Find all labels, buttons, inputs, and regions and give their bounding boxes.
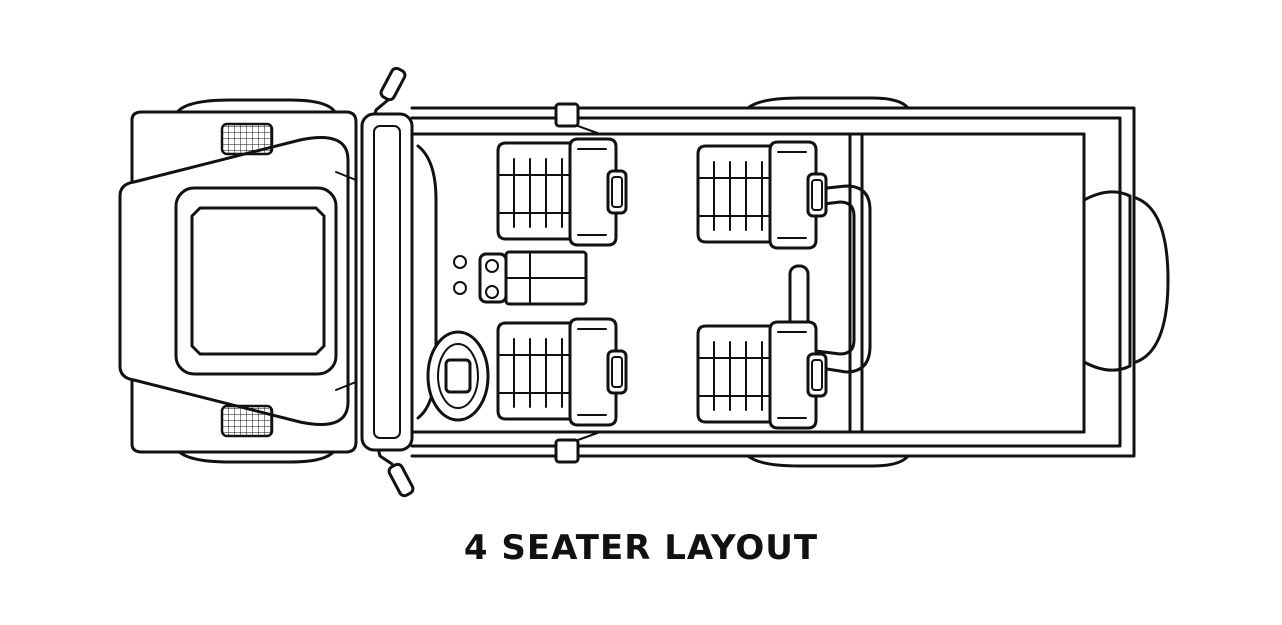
seat-rear-right [696, 320, 828, 430]
headlight-bottom [220, 404, 274, 438]
steering-wheel [426, 330, 490, 422]
hood [118, 110, 358, 454]
center-console [453, 250, 588, 306]
rear-wheel-bottom [746, 454, 910, 468]
seat-front-left [496, 137, 628, 247]
headlight-top [220, 122, 274, 156]
front-wheel-bottom [174, 446, 338, 464]
diagram-caption: 4 SEATER LAYOUT [463, 528, 819, 568]
roll-bar [806, 184, 872, 374]
windshield-frame [360, 112, 414, 452]
seat-rear-left [696, 140, 828, 250]
cabin-frame [410, 102, 1136, 464]
rear-wheel-top [746, 96, 910, 110]
rear-bar [1082, 190, 1132, 372]
seat-front-right [496, 317, 628, 427]
front-wheel-top [174, 98, 338, 116]
spare-tire [1134, 196, 1170, 364]
